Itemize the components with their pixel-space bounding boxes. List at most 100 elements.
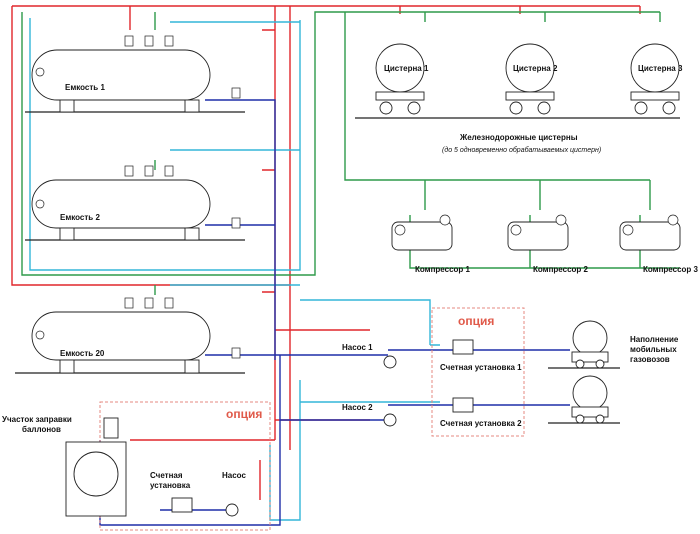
- pump-icon: [383, 355, 397, 369]
- compressor-3: Компрессор 3: [619, 214, 699, 274]
- railcar-wheel-icon: [509, 101, 523, 115]
- cylinder-area-line2: баллонов: [22, 425, 61, 434]
- valve-icon: [124, 165, 134, 177]
- railcar-wheel-icon: [662, 101, 676, 115]
- level-gauge-icon: [35, 199, 45, 209]
- meter-3-label-line2: установка: [150, 481, 191, 490]
- filling-carousel-icon: [73, 451, 119, 497]
- compressor-3-label: Компрессор 3: [643, 265, 699, 274]
- valve-icon: [231, 217, 241, 229]
- valve-icon: [144, 297, 154, 309]
- temperature-gauge-icon: [667, 214, 679, 226]
- valve-icon: [231, 87, 241, 99]
- pump-1: Насос 1: [342, 343, 397, 369]
- temperature-gauge-icon: [555, 214, 567, 226]
- tank-1-support: [59, 99, 75, 113]
- valve-icon: [124, 35, 134, 47]
- mobile-tanker-2: [571, 375, 609, 424]
- return-pipe: [29, 18, 440, 521]
- pump-2: Насос 2: [342, 403, 397, 427]
- flow-meter-icon: [452, 339, 474, 355]
- tank-1-label: Емкость 1: [65, 83, 105, 92]
- option-box-meters: [431, 307, 525, 437]
- meter-2-label: Счетная установка 2: [440, 419, 522, 428]
- option-label: опция: [226, 407, 262, 421]
- tank-2-support: [59, 227, 75, 241]
- meter-1-label: Счетная установка 1: [440, 363, 522, 372]
- temperature-gauge-icon: [439, 214, 451, 226]
- tank-20-vessel: [31, 311, 211, 361]
- pump-2-label: Насос 2: [342, 403, 373, 412]
- tanker-1-tank: [572, 320, 608, 356]
- tanker-wheel-icon: [575, 414, 585, 424]
- railcar-wheel-icon: [379, 101, 393, 115]
- liquid-pipe: [11, 5, 641, 500]
- tanker-2-tank: [572, 375, 608, 411]
- tank-20-support: [184, 359, 200, 374]
- tanker-1-chassis: [571, 351, 609, 363]
- pump-icon: [225, 503, 239, 517]
- tank-1-support: [184, 99, 200, 113]
- railcar-3: Цистерна 3: [630, 43, 683, 115]
- railcar-2-frame: [505, 91, 555, 101]
- tank-2-vessel: [31, 179, 211, 229]
- compressor-3-body: [619, 221, 681, 251]
- meter-2: Счетная установка 2: [440, 397, 522, 428]
- tank-2: Емкость 2: [31, 179, 211, 241]
- pressure-gauge-icon: [394, 224, 406, 236]
- option-label: опция: [458, 314, 494, 328]
- meter-1: Счетная установка 1: [440, 339, 522, 372]
- railcar-2-label: Цистерна 2: [513, 64, 558, 73]
- tanker-wheel-icon: [575, 359, 585, 369]
- valve-icon: [124, 297, 134, 309]
- railcar-1-label: Цистерна 1: [384, 64, 429, 73]
- railcar-1: Цистерна 1: [375, 43, 429, 115]
- pressure-gauge-icon: [510, 224, 522, 236]
- valve-icon: [144, 35, 154, 47]
- flow-meter-icon: [452, 397, 474, 413]
- tank-2-support: [184, 227, 200, 241]
- pressure-gauge-icon: [622, 224, 634, 236]
- valve-icon: [144, 165, 154, 177]
- compressor-1: Компрессор 1: [391, 214, 471, 274]
- railcar-wheel-icon: [537, 101, 551, 115]
- pump-icon: [383, 413, 397, 427]
- tank-1: Емкость 1: [31, 49, 211, 113]
- railcar-3-label: Цистерна 3: [638, 64, 683, 73]
- railcar-wheel-icon: [407, 101, 421, 115]
- filling-scale-icon: [103, 417, 119, 439]
- mobile-label-line2: мобильных: [630, 345, 677, 354]
- level-gauge-icon: [35, 330, 45, 340]
- mobile-label-line1: Наполнение: [630, 335, 679, 344]
- compressor-2: Компрессор 2: [507, 214, 589, 274]
- compressor-1-body: [391, 221, 453, 251]
- tank-20-label: Емкость 20: [60, 349, 105, 358]
- flow-meter-icon: [171, 497, 193, 513]
- tank-fittings: [124, 35, 241, 359]
- tank-20: Емкость 20: [31, 311, 211, 374]
- tank-20-support: [59, 359, 75, 374]
- valve-icon: [231, 347, 241, 359]
- cylinder-area-line1: Участок заправки: [2, 415, 72, 424]
- compressor-2-label: Компрессор 2: [533, 265, 589, 274]
- tanker-2-chassis: [571, 406, 609, 418]
- railcar-2: Цистерна 2: [505, 43, 558, 115]
- railcar-wheel-icon: [634, 101, 648, 115]
- level-gauge-icon: [35, 67, 45, 77]
- valve-icon: [164, 35, 174, 47]
- mobile-label-line3: газовозов: [630, 355, 670, 364]
- railcars-caption-title: Железнодорожные цистерны: [459, 133, 578, 142]
- valve-icon: [164, 297, 174, 309]
- tank-1-vessel: [31, 49, 211, 101]
- tanker-wheel-icon: [595, 414, 605, 424]
- mobile-tanker-1: [571, 320, 609, 369]
- railcar-3-frame: [630, 91, 680, 101]
- meter-3-label-line1: Счетная: [150, 471, 183, 480]
- tank-2-label: Емкость 2: [60, 213, 100, 222]
- railcar-1-frame: [375, 91, 425, 101]
- compressor-1-label: Компрессор 1: [415, 265, 471, 274]
- railcars-caption-subtitle: (до 5 одновременно обрабатываемых цистер…: [442, 146, 601, 154]
- compressor-2-body: [507, 221, 569, 251]
